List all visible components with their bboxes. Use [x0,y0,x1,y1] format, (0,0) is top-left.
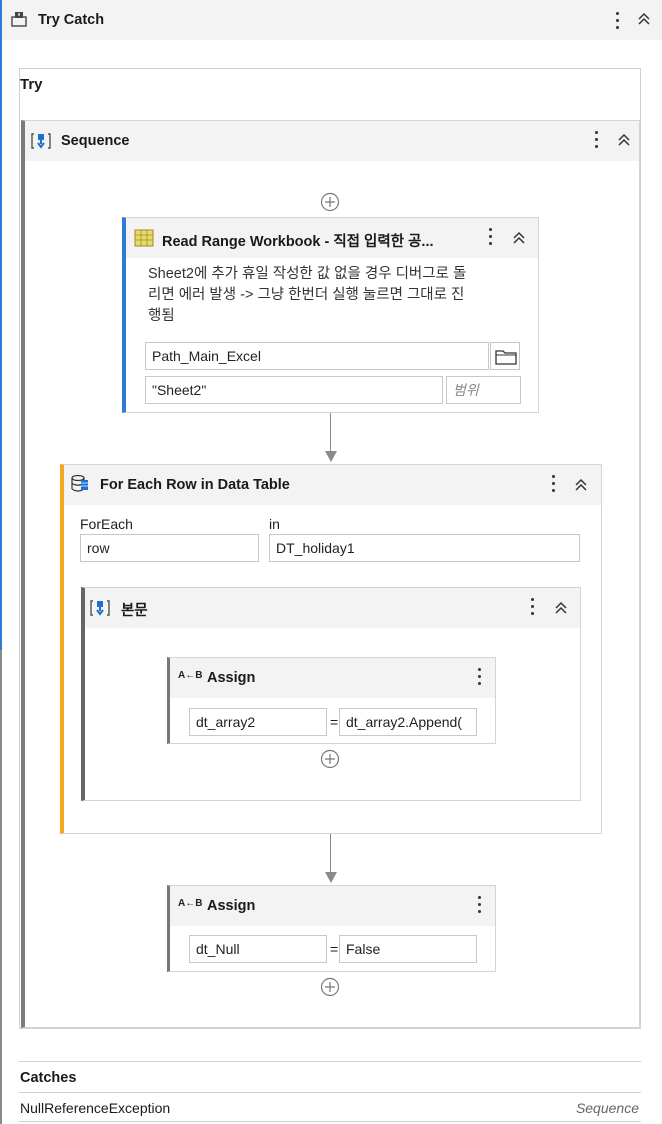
connector-line [330,834,331,874]
assign-equals: = [330,714,339,730]
body-header[interactable]: 본문 [85,588,580,628]
assign-header[interactable]: A←B Assign [170,886,495,926]
foreach-label: ForEach [80,516,133,532]
assign-activity[interactable]: A←B Assign dt_Null = False [167,885,496,972]
try-catch-collapse-icon[interactable] [637,12,651,26]
connector-arrow-icon [325,451,337,462]
read-range-menu-icon[interactable] [488,228,492,246]
assign-menu-icon[interactable] [477,668,481,686]
range-field[interactable]: 범위 [446,376,521,404]
body-collapse-icon[interactable] [554,601,568,615]
catches-divider [19,1092,641,1093]
foreach-item-field[interactable]: row [80,534,259,562]
connector-line [330,413,331,453]
for-each-header[interactable]: For Each Row in Data Table [64,465,601,505]
try-catch-header[interactable]: Try Catch [2,0,662,40]
for-each-icon [71,474,88,492]
for-each-title: For Each Row in Data Table [100,477,290,493]
read-range-header[interactable]: Read Range Workbook - 직접 입력한 공... [126,218,538,258]
sequence-icon [31,133,51,149]
sequence-collapse-icon[interactable] [617,133,631,147]
catch-exception-type: NullReferenceException [20,1100,171,1116]
assign-to-field[interactable]: dt_array2 [189,708,327,736]
assign-activity[interactable]: A←B Assign dt_array2 = dt_array2.Append( [167,657,496,744]
folder-icon [495,350,517,365]
workbook-path-field[interactable]: Path_Main_Excel [145,342,489,370]
read-range-collapse-icon[interactable] [512,231,526,245]
assign-equals: = [330,941,339,957]
selection-bar [0,0,2,650]
for-each-menu-icon[interactable] [551,475,555,493]
catch-handler: Sequence [575,1100,639,1116]
connector-arrow-icon [325,872,337,883]
catches-divider [19,1121,641,1122]
read-range-annotation: Sheet2에 추가 휴일 작성한 값 없을 경우 디버그로 돌 리면 에러 발… [148,266,467,324]
foreach-collection-field[interactable]: DT_holiday1 [269,534,580,562]
body-title: 본문 [121,603,148,619]
sequence-header[interactable]: Sequence [25,121,639,161]
catch-row[interactable]: NullReferenceException Sequence [19,1093,641,1121]
add-activity-icon[interactable] [320,192,340,212]
sequence-icon [90,600,110,616]
try-catch-icon [10,10,28,28]
catches-divider [19,1061,641,1062]
read-range-activity[interactable]: Read Range Workbook - 직접 입력한 공... Sheet2… [122,217,539,413]
catches-label: Catches [20,1070,77,1086]
try-catch-left-border [0,650,2,1124]
assign-header[interactable]: A←B Assign [170,658,495,698]
browse-button[interactable] [490,342,520,370]
read-range-title: Read Range Workbook - 직접 입력한 공... [162,234,434,250]
sheet-name-field[interactable]: "Sheet2" [145,376,443,404]
sequence-menu-icon[interactable] [594,131,598,149]
assign-title: Assign [207,898,256,914]
assign-value-field[interactable]: False [339,935,477,963]
assign-menu-icon[interactable] [477,896,481,914]
assign-to-field[interactable]: dt_Null [189,935,327,963]
try-catch-title: Try Catch [38,12,105,28]
for-each-collapse-icon[interactable] [574,478,588,492]
assign-icon: A←B [178,898,203,909]
try-label: Try [20,76,43,93]
add-activity-icon[interactable] [320,977,340,997]
in-label: in [269,516,280,532]
assign-icon: A←B [178,670,203,681]
read-range-icon [134,229,154,247]
try-catch-menu-icon[interactable] [615,12,619,30]
body-menu-icon[interactable] [530,598,534,616]
assign-title: Assign [207,670,256,686]
sequence-title: Sequence [61,133,130,149]
assign-value-field[interactable]: dt_array2.Append( [339,708,477,736]
add-activity-icon[interactable] [320,749,340,769]
